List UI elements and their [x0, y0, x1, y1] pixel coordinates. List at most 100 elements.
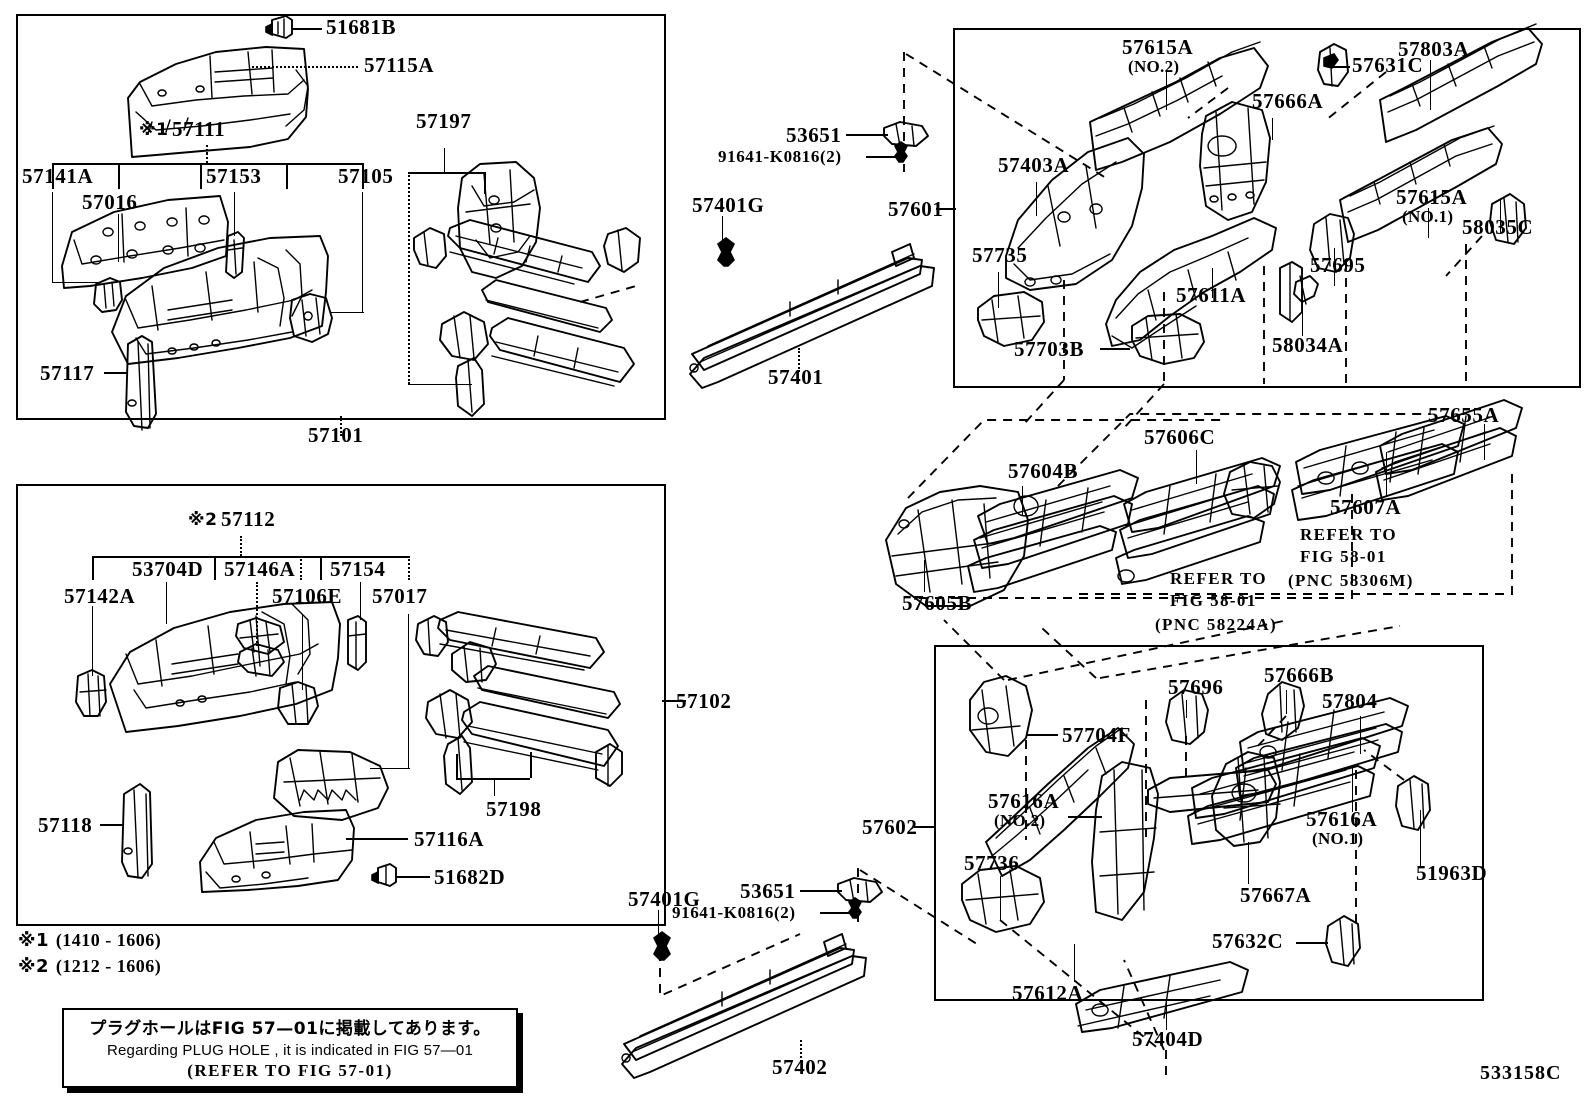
callout-57631C: 57631C — [1352, 53, 1424, 77]
leader-57403A — [1036, 182, 1037, 216]
part-91641-bottom — [847, 897, 863, 919]
leader-57804 — [1360, 716, 1361, 754]
callout-57616A-no1: 57616A — [1306, 807, 1378, 831]
callout-57401G-top: 57401G — [692, 193, 765, 217]
part-57607A-bracket — [1223, 461, 1281, 519]
leader-57631C — [1330, 66, 1350, 68]
leader-57607A — [1386, 452, 1387, 496]
leader-57153 — [234, 192, 235, 236]
bracket-57111-rail — [52, 163, 362, 165]
leader-57666A — [1272, 118, 1273, 140]
leader-57655A — [1484, 424, 1485, 460]
callout-57605B: 57605B — [902, 591, 973, 615]
leader-57402 — [800, 1040, 802, 1062]
callout-51681B: 51681B — [326, 15, 397, 39]
bracket-57198-leg-l — [456, 754, 458, 778]
callout-57602: 57602 — [862, 815, 918, 839]
callout-57102: 57102 — [676, 689, 732, 713]
part-57401G-top — [716, 237, 736, 267]
callout-57101: 57101 — [308, 423, 364, 447]
plug-hole-note-jp: プラグホールはFIG 57—01に掲載してあります。 — [89, 1019, 491, 1039]
callout-57146A: 57146A — [224, 557, 296, 581]
part-57402 — [621, 933, 867, 1079]
callout-57141A: 57141A — [22, 164, 94, 188]
leader-57116A — [346, 838, 408, 840]
leader-57615A1 — [1428, 208, 1429, 238]
footnote-2: ※2 (1212 - 1606) — [18, 956, 161, 977]
leader-58034A — [1302, 300, 1303, 336]
callout-57106E: 57106E — [272, 584, 343, 608]
callout-57666A: 57666A — [1252, 89, 1324, 113]
bracket-57197-bottom — [408, 384, 472, 385]
callout-57615A-no2-sub: (NO.2) — [1128, 57, 1180, 76]
callout-57611A: 57611A — [1176, 283, 1247, 307]
footnote-2-mark: ※2 — [18, 956, 50, 977]
refer-note-58306M-line1: REFER TO — [1300, 525, 1398, 544]
plug-hole-note-en: Regarding PLUG HOLE , it is indicated in… — [106, 1042, 473, 1059]
leader-57404D — [1166, 1000, 1167, 1030]
leader-57401 — [798, 348, 800, 372]
callout-57118: 57118 — [38, 813, 93, 837]
leader-57803A — [1430, 60, 1431, 110]
document-id: 533158C — [1480, 1062, 1562, 1084]
callout-57017: 57017 — [372, 584, 428, 608]
callout-57112: 57112 — [221, 507, 276, 531]
panel-frame-57101 — [16, 14, 666, 420]
plug-hole-note-box: プラグホールはFIG 57—01に掲載してあります。 Regarding PLU… — [62, 1008, 518, 1088]
leader-57401G-bottom — [658, 910, 659, 938]
bracket-57111-stem — [206, 145, 208, 163]
leader-53704D — [166, 582, 167, 624]
callout-57696: 57696 — [1168, 675, 1224, 699]
callout-57153: 57153 — [206, 164, 262, 188]
callout-91641-top: 91641-K0816(2) — [718, 147, 842, 166]
callout-57154: 57154 — [330, 557, 386, 581]
callout-57606C: 57606C — [1144, 425, 1216, 449]
part-57606C — [1115, 457, 1281, 585]
callout-57695: 57695 — [1310, 253, 1366, 277]
callout-91641-bottom: 91641-K0816(2) — [672, 903, 796, 922]
leader-57118 — [100, 824, 124, 826]
leader-51681B — [292, 28, 322, 30]
bracket-57112-rail — [92, 556, 408, 558]
callout-57402: 57402 — [772, 1055, 828, 1079]
leader-57703B — [1100, 348, 1130, 350]
callout-57401G-bottom: 57401G — [628, 887, 701, 911]
plug-hole-note-ref: (REFER TO FIG 57-01) — [187, 1061, 393, 1080]
leader-57154 — [360, 582, 361, 620]
leader-57695 — [1334, 248, 1335, 286]
callout-57601: 57601 — [888, 197, 944, 221]
leader-57197-stem — [444, 148, 445, 172]
leader-57601 — [936, 208, 956, 210]
leader-57141A-tip — [52, 282, 100, 283]
leader-57604B — [1022, 486, 1023, 516]
leader-57632C — [1296, 942, 1328, 944]
panel-frame-57102 — [16, 484, 666, 926]
leader-51682D — [396, 876, 430, 878]
callout-57401: 57401 — [768, 365, 824, 389]
callout-57607A: 57607A — [1330, 495, 1402, 519]
callout-57667A: 57667A — [1240, 883, 1312, 907]
callout-57105: 57105 — [338, 164, 394, 188]
footnote-2-range: (1212 - 1606) — [55, 956, 162, 976]
leader-57612A — [1074, 944, 1075, 982]
bracket-57111-mid-leg1 — [118, 163, 120, 189]
callout-57615A-no2: 57615A — [1122, 35, 1194, 59]
bracket-57197-rail — [408, 172, 484, 174]
leader-57602 — [914, 826, 934, 828]
leader-91641-top — [866, 156, 896, 158]
callout-53651-bottom: 53651 — [740, 879, 796, 903]
callout-53651-top: 53651 — [786, 123, 842, 147]
bracket-57111-right-leg — [362, 163, 364, 189]
part-57401G-bottom — [652, 931, 672, 961]
callout-57612A: 57612A — [1012, 981, 1084, 1005]
leader-57616A2 — [1068, 816, 1102, 818]
bracket-57111-left-leg — [52, 163, 54, 189]
callout-57736: 57736 — [964, 851, 1020, 875]
refer-note-58224A-line1: REFER TO — [1170, 569, 1268, 588]
callout-57604B: 57604B — [1008, 459, 1079, 483]
bracket-57112-leg2 — [214, 556, 216, 580]
leader-57401G-top — [722, 216, 723, 244]
bracket-57198-rail — [456, 778, 530, 780]
callout-57111-prefix: ※1 — [139, 120, 169, 140]
callout-57016: 57016 — [82, 190, 138, 214]
